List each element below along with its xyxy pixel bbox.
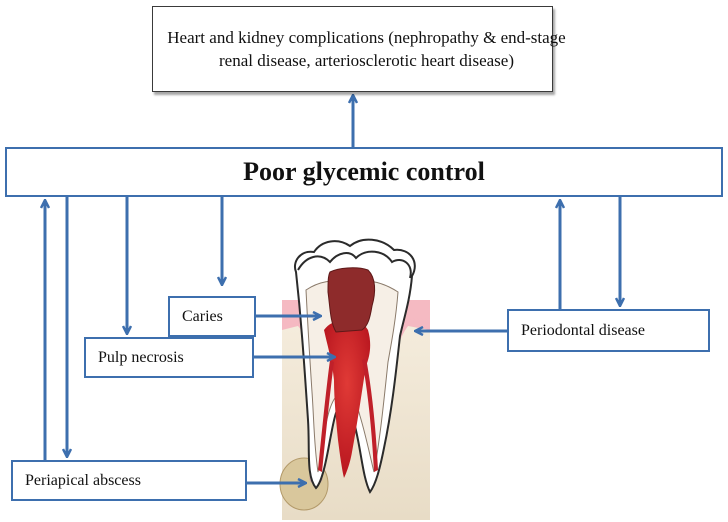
heart-kidney-complications-label: Heart and kidney complications (nephropa… <box>167 28 566 70</box>
pulp-necrosis-label: Pulp necrosis <box>98 348 184 366</box>
caries-label: Caries <box>182 307 223 325</box>
poor-glycemic-control-box: Poor glycemic control <box>5 147 723 197</box>
periodontal-disease-box: Periodontal disease <box>507 309 710 352</box>
pulp-necrosis-box: Pulp necrosis <box>84 337 254 378</box>
root-canal-left <box>318 360 334 472</box>
periodontal-disease-label: Periodontal disease <box>521 321 645 339</box>
poor-glycemic-control-label: Poor glycemic control <box>243 157 485 186</box>
periapical-abscess-label: Periapical abscess <box>25 471 141 489</box>
periapical-abscess-box: Periapical abscess <box>11 460 247 501</box>
root-canal-right <box>362 358 378 472</box>
occlusal-surface <box>297 250 412 279</box>
heart-kidney-complications-box: Heart and kidney complications (nephropa… <box>152 6 566 92</box>
caries-box: Caries <box>168 296 256 337</box>
caries-lesion <box>327 267 376 333</box>
